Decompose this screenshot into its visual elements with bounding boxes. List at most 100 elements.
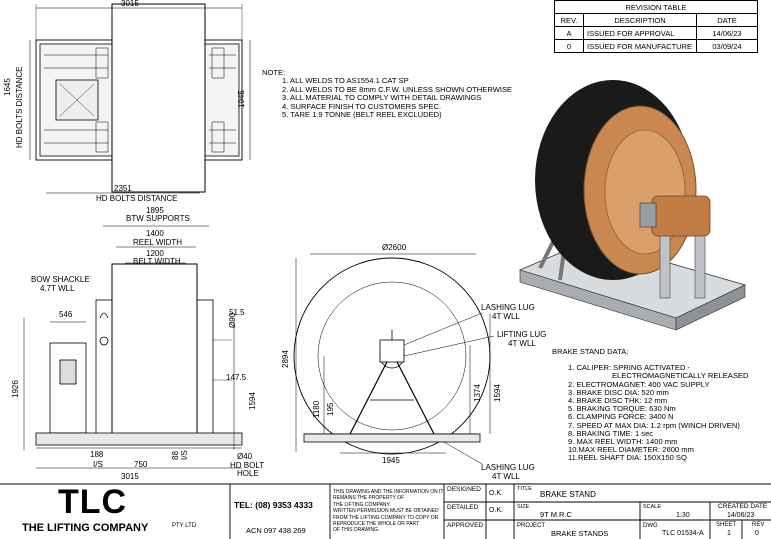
brake-data-item: 1. CALIPER: SPRING ACTIVATED -: [568, 363, 691, 373]
disclaimer-line: THIS DRAWING AND THE INFORMATION ON IT: [333, 489, 444, 495]
brake-data-item: 6. CLAMPING FORCE: 3400 N: [568, 412, 674, 422]
rev-cell: 0: [554, 39, 584, 53]
dim-1645: 1645: [3, 78, 12, 96]
detailed-label: DETAILED: [447, 504, 479, 511]
note-item: 5. TARE 1.9 TONNE (BELT REEL EXCLUDED): [282, 110, 442, 120]
disclaimer-line: FROM THE LIFTING COMPANY TO COPY OR: [333, 514, 439, 521]
dim-1594-front: 1594: [248, 392, 257, 410]
dim-750: 750: [134, 460, 148, 469]
dim-hd-bolts-bottom-label: HD BOLTS DISTANCE: [96, 194, 178, 203]
dim-195: 195: [326, 402, 335, 416]
lashing-lug-bottom-label: LASHING LUG: [481, 463, 535, 472]
lifting-lug-label: LIFTING LUG: [497, 330, 547, 339]
notes-block: NOTE: 1. ALL WELDS TO AS1554.1 CAT SP 2.…: [262, 68, 513, 120]
label-reel-width: REEL WIDTH: [133, 238, 183, 247]
dim-is-2: I/S: [180, 450, 189, 460]
dim-1594-side: 1594: [493, 384, 502, 402]
dim-2351: 2351: [114, 184, 132, 193]
revision-row: 0 ISSUED FOR MANUFACTURE 03/09/24: [554, 39, 758, 53]
company-pty: PTY LTD: [172, 523, 197, 529]
dwg-label: DWG: [643, 523, 658, 529]
bow-shackle-wll: 4.7T WLL: [40, 284, 75, 293]
brake-data-item: ELECTROMAGNETICALLY RELEASED: [612, 371, 749, 381]
hd-bolt-label: HD BOLT: [230, 461, 265, 470]
isometric-view: [518, 80, 747, 331]
note-item: 1. ALL WELDS TO AS1554.1 CAT SP: [282, 76, 409, 86]
dim-188: 188: [90, 450, 104, 459]
title-value: BRAKE STAND: [540, 490, 596, 499]
scale-label: SCALE: [643, 504, 662, 510]
dim-phi40: Ø40: [237, 452, 253, 461]
lashing-lug-bottom-wll: 4T WLL: [492, 472, 520, 481]
dim-1926: 1926: [11, 380, 20, 398]
approved-label: APPROVED: [447, 522, 484, 529]
title-block-frame: [0, 483, 771, 539]
dim-hd-bolts-left-label: HD BOLTS DISTANCE: [15, 66, 24, 149]
top-view: [29, 3, 251, 194]
brake-data-item: 3. BRAKE DISC DIA: 520 mm: [568, 387, 669, 397]
disclaimer-line: WRITTEN PERMISSION MUST BE OBTAINED: [333, 508, 439, 515]
company-tel: TEL: (08) 9353 4333: [234, 500, 313, 510]
brake-stand-data-heading: BRAKE STAND DATA:: [552, 347, 629, 356]
note-item: 4. SURFACE FINISH TO CUSTOMERS SPEC.: [282, 101, 442, 111]
label-btw-supports: BTW SUPPORTS: [126, 214, 190, 223]
brake-housing: [651, 195, 711, 237]
dim-overall-top: 3015: [121, 0, 139, 8]
brake-stand-data: BRAKE STAND DATA: 1. CALIPER: SPRING ACT…: [552, 347, 749, 463]
note-item: 2. ALL WELDS TO BE 8mm C.F.W. UNLESS SHO…: [282, 84, 513, 94]
brake-data-item: 9. MAX REEL WIDTH: 1400 mm: [568, 437, 678, 447]
dim-51-5: 51.5: [229, 308, 245, 317]
dim-1945-right: 1945: [237, 90, 246, 108]
rev-date-cell: 03/09/24: [696, 39, 758, 53]
company-acn: ACN 097 438 269: [246, 526, 306, 535]
disclaimer-line: REPRODUCE THE WHOLE OR PART: [333, 521, 420, 528]
dim-88: 88: [171, 451, 180, 460]
designed-value: O.K.: [489, 490, 504, 497]
created-date-value: 14/06/23: [727, 512, 755, 519]
dim-1180: 1180: [312, 400, 321, 418]
bow-shackle-label: BOW SHACKLE: [31, 275, 90, 284]
note-item: 3. ALL MATERIAL TO COMPLY WITH DETAIL DR…: [282, 93, 482, 103]
front-view: [23, 225, 243, 469]
dim-phi90: Ø90: [228, 312, 237, 328]
dim-is-1: I/S: [93, 460, 103, 469]
label-belt-width: BELT WIDTH: [133, 257, 181, 266]
company-logo: TLC: [58, 483, 128, 521]
designed-label: DESIGNED: [447, 486, 481, 493]
detailed-value: O.K.: [489, 507, 504, 514]
disclaimer-line: REMAINS THE PROPERTY OF: [333, 495, 405, 502]
created-date-label: CREATED DATE: [718, 503, 768, 510]
lifting-lug-wll: 4T WLL: [508, 339, 536, 348]
side-view: [293, 253, 495, 465]
dim-phi2600: Ø2600: [382, 243, 407, 252]
lashing-lug-top-wll: 4T WLL: [492, 312, 520, 321]
disclaimer-line: OF THIS DRAWING.: [333, 527, 380, 534]
size-label: SIZE: [517, 504, 530, 510]
brake-data-item: 8. BRAKING TIME: 1 sec: [568, 428, 654, 438]
dim-1374: 1374: [473, 384, 482, 402]
brake-data-item: 11.REEL SHAFT DIA: 150X150 SQ: [568, 453, 687, 463]
title-label: TITLE: [517, 486, 532, 492]
brake-data-item: 2. ELECTROMAGNET: 400 VAC SUPPLY: [568, 379, 710, 389]
project-label: PROJECT: [517, 523, 546, 529]
sheet-label: SHEET: [716, 522, 737, 528]
notes-heading: NOTE:: [262, 68, 286, 77]
dim-1400: 1400: [146, 229, 164, 238]
dwg-value: TLC 01534-A: [662, 530, 704, 537]
disclaimer-line: THE LIFTING COMPANY.: [333, 501, 391, 508]
dim-546: 546: [59, 310, 73, 319]
dim-3015-bottom: 3015: [121, 472, 139, 481]
lashing-lug-top-label: LASHING LUG: [481, 303, 535, 312]
dim-1200: 1200: [146, 249, 164, 258]
sheet-value: 1: [727, 530, 731, 537]
hd-bolt-hole-label: HOLE: [237, 469, 259, 478]
size-value: 9T M.R.C: [540, 510, 572, 519]
brake-data-item: 4. BRAKE DISC THK: 12 mm: [568, 396, 668, 406]
dim-1895: 1895: [146, 206, 164, 215]
rev-label: REV: [752, 522, 765, 528]
brake-data-item: 5. BRAKING TORQUE: 630 Nm: [568, 404, 676, 414]
project-value: BRAKE STANDS: [551, 529, 609, 538]
brake-data-item: 10.MAX REEL DIAMETER: 2600 mm: [568, 445, 694, 455]
scale-value: 1:30: [676, 512, 690, 519]
